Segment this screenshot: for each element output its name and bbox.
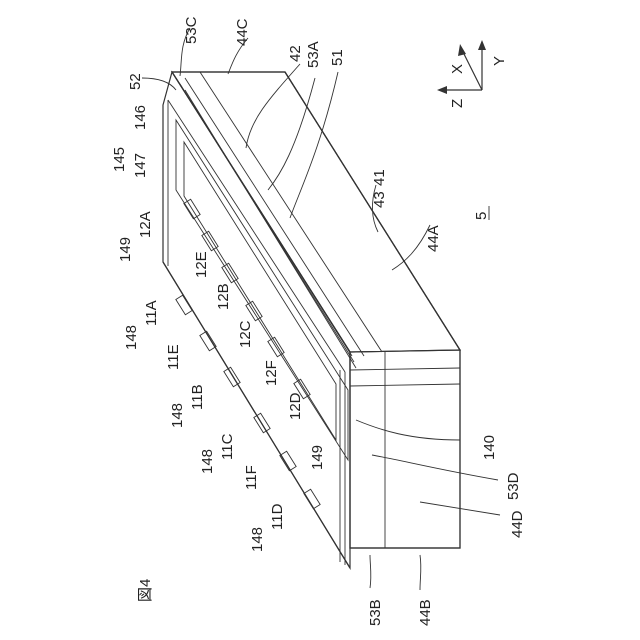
label-146: 146	[132, 105, 149, 130]
axis-y-label: Y	[491, 56, 508, 66]
electrode-12C	[246, 301, 262, 321]
label-12F: 12F	[263, 360, 280, 386]
label-12C: 12C	[237, 320, 254, 348]
label-44A: 44A	[425, 225, 442, 252]
label-53C: 53C	[183, 16, 200, 44]
label-53A: 53A	[305, 41, 322, 68]
axis-x-label: X	[449, 64, 466, 74]
label-5: 5	[473, 212, 490, 220]
front-layer-edge	[350, 384, 460, 386]
electrode-11F	[280, 451, 296, 471]
label-148b: 148	[169, 403, 186, 428]
label-44B: 44B	[417, 599, 434, 626]
electrode-12E	[202, 231, 218, 251]
label-43: 43	[371, 191, 388, 208]
label-147: 147	[132, 153, 149, 178]
figure-label: 図4	[137, 579, 154, 602]
label-12E: 12E	[193, 251, 210, 278]
label-44D: 44D	[509, 510, 526, 538]
label-11E: 11E	[165, 344, 182, 370]
label-148c: 148	[199, 449, 216, 474]
label-145: 145	[111, 147, 128, 172]
electrode-11E	[200, 331, 216, 351]
label-11B: 11B	[189, 384, 206, 410]
electrode-12B	[222, 263, 238, 283]
label-11D: 11D	[269, 503, 286, 530]
label-12D: 12D	[287, 392, 304, 420]
label-12A: 12A	[137, 211, 154, 238]
label-149a: 149	[117, 237, 134, 262]
front-layer-edge	[350, 368, 460, 370]
label-149b: 149	[309, 445, 326, 470]
label-140: 140	[481, 435, 498, 460]
label-52: 52	[127, 73, 144, 90]
label-11A: 11A	[143, 300, 160, 326]
label-42: 42	[287, 45, 304, 62]
label-44C: 44C	[234, 18, 251, 46]
label-11C: 11C	[219, 433, 236, 460]
label-53D: 53D	[505, 472, 522, 500]
label-53B: 53B	[367, 599, 384, 626]
label-148a: 148	[123, 325, 140, 350]
electrode-11D	[304, 489, 320, 509]
electrode-11B	[224, 367, 240, 387]
label-11F: 11F	[243, 465, 260, 490]
label-51: 51	[329, 49, 346, 66]
label-12B: 12B	[215, 283, 232, 310]
frame-147	[184, 142, 336, 440]
front-face	[350, 350, 460, 548]
layer-edge	[185, 78, 364, 356]
label-41: 41	[371, 169, 388, 186]
panel-layer	[168, 100, 345, 372]
label-148d: 148	[249, 527, 266, 552]
axis-z-label: Z	[449, 99, 466, 108]
